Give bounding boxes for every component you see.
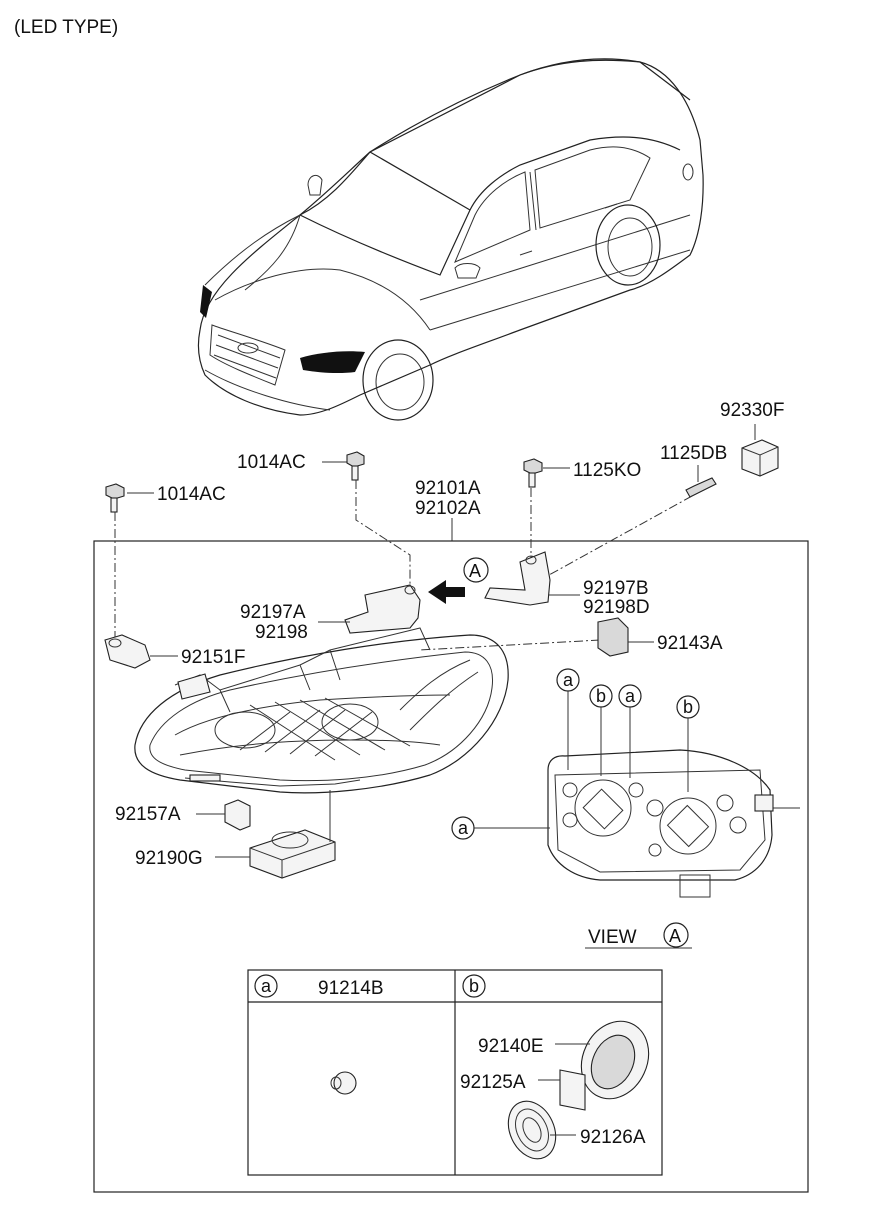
bulb-table: a 91214B b 92140E 92125A 92126A xyxy=(247,969,663,1176)
svg-text:b: b xyxy=(596,686,606,706)
table-key-a xyxy=(254,974,278,998)
callout-A-view: A xyxy=(669,926,681,946)
table-part-91214B: 91214B xyxy=(318,978,384,999)
label-92190G: 92190G xyxy=(135,848,203,869)
callout-b-1: b xyxy=(589,684,613,776)
part-1125DB: 1125DB xyxy=(660,443,727,498)
label-92101A: 92101A xyxy=(415,478,481,499)
svg-text:b: b xyxy=(469,976,479,996)
bulb-91214B-icon xyxy=(330,1071,357,1095)
svg-text:b: b xyxy=(683,697,693,717)
label-92102A: 92102A xyxy=(415,498,481,519)
label-92126A: 92126A xyxy=(580,1127,646,1148)
part-92143A: 92143A xyxy=(597,617,723,657)
part-92197A: 92197A 92198 xyxy=(240,584,421,643)
label-92197A: 92197A xyxy=(240,602,306,623)
label-92151F: 92151F xyxy=(181,647,245,668)
part-1014AC-top: 1014AC xyxy=(237,451,365,481)
label-92157A: 92157A xyxy=(115,804,181,825)
label-92125A: 92125A xyxy=(460,1072,526,1093)
view-a-lamp-rear xyxy=(547,749,800,898)
part-92190G: 92190G xyxy=(135,790,336,879)
label-92198D: 92198D xyxy=(583,597,650,618)
headlamp-assembly xyxy=(134,627,509,794)
view-label: VIEW A xyxy=(585,922,692,949)
label-92140E: 92140E xyxy=(478,1036,544,1057)
part-1014AC-left: 1014AC xyxy=(105,483,226,513)
label-92197B: 92197B xyxy=(583,578,649,599)
label-92143A: 92143A xyxy=(657,633,723,654)
label-92330F: 92330F xyxy=(720,400,784,421)
label-1125DB: 1125DB xyxy=(660,443,727,464)
part-92157A: 92157A xyxy=(115,799,251,831)
part-92197B: 92197B 92198D xyxy=(484,551,650,618)
label-1014AC-left: 1014AC xyxy=(157,484,226,505)
assembly-frame xyxy=(93,540,809,1193)
view-label-text: VIEW xyxy=(588,927,637,948)
label-1014AC-top: 1014AC xyxy=(237,452,306,473)
svg-text:a: a xyxy=(563,670,574,690)
callout-a-2: a xyxy=(618,684,642,778)
car-illustration xyxy=(197,58,704,421)
label-1125KO: 1125KO xyxy=(573,460,641,481)
callout-a-1: a xyxy=(556,668,580,770)
table-key-b xyxy=(462,974,486,998)
part-92151F: 92151F xyxy=(104,634,245,669)
part-1125KO: 1125KO xyxy=(523,458,641,488)
part-92330F: 92330F xyxy=(720,400,784,477)
part-92125A: 92125A xyxy=(460,1069,586,1111)
callout-a-3: a xyxy=(451,816,550,840)
view-arrow-A: A xyxy=(428,557,489,604)
svg-text:a: a xyxy=(261,976,272,996)
svg-text:a: a xyxy=(625,686,636,706)
callout-b-2: b xyxy=(676,695,700,792)
label-92198: 92198 xyxy=(255,622,308,643)
part-92126A: 92126A xyxy=(507,1100,646,1160)
part-92140E: 92140E xyxy=(478,1020,650,1100)
svg-text:a: a xyxy=(458,818,469,838)
callout-A-top: A xyxy=(469,561,481,581)
page-title: (LED TYPE) xyxy=(14,17,118,38)
